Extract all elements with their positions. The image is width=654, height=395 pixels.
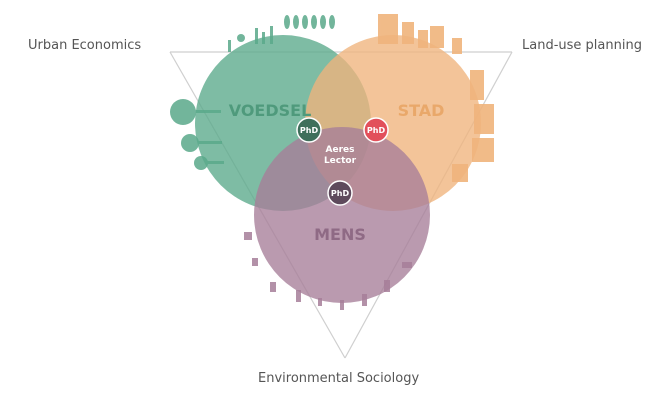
building-icon	[418, 30, 428, 48]
phd-badge-circle	[296, 117, 322, 143]
bottle-icon	[302, 15, 308, 29]
food-decorations	[170, 15, 335, 170]
bottle-icon	[284, 15, 290, 29]
building-icon	[430, 26, 444, 48]
bottle-icon	[320, 15, 326, 29]
phd-badge-food-people: PhD	[296, 117, 322, 143]
person-icon	[244, 232, 252, 240]
people-label: MENS	[314, 225, 366, 244]
building-icon	[452, 38, 462, 54]
phd-badge-label: PhD	[300, 126, 319, 135]
people-circle	[254, 127, 430, 303]
label-urban-economics: Urban Economics	[28, 38, 142, 53]
bottle-icon	[329, 15, 335, 29]
phd-badge-label: PhD	[331, 189, 350, 198]
person-icon	[318, 298, 322, 306]
person-icon	[270, 282, 276, 292]
food-label: VOEDSEL	[229, 101, 312, 120]
sprout-icon	[228, 40, 231, 52]
tree-icon	[170, 99, 196, 125]
city-label: STAD	[398, 101, 445, 120]
phd-badge-city-people: PhD	[363, 117, 389, 143]
tree-icon	[181, 134, 199, 152]
circles	[195, 35, 481, 303]
label-land-use-planning: Land-use planning	[522, 38, 642, 53]
person-icon	[296, 290, 301, 302]
sprout-icon	[255, 28, 258, 44]
phd-badge-label: PhD	[367, 126, 386, 135]
label-environmental-sociology: Environmental Sociology	[258, 371, 420, 386]
sprout-icon	[270, 26, 273, 44]
center-line-1: Aeres	[326, 145, 355, 155]
phd-badge-circle	[363, 117, 389, 143]
bottle-icon	[311, 15, 317, 29]
phd-badge-food-city: PhD	[327, 180, 353, 206]
center-line-2: Lector	[324, 156, 357, 166]
phd-badge-circle	[327, 180, 353, 206]
person-icon	[252, 258, 258, 266]
sprout-icon	[237, 34, 245, 42]
person-icon	[340, 300, 344, 310]
bottle-icon	[293, 15, 299, 29]
